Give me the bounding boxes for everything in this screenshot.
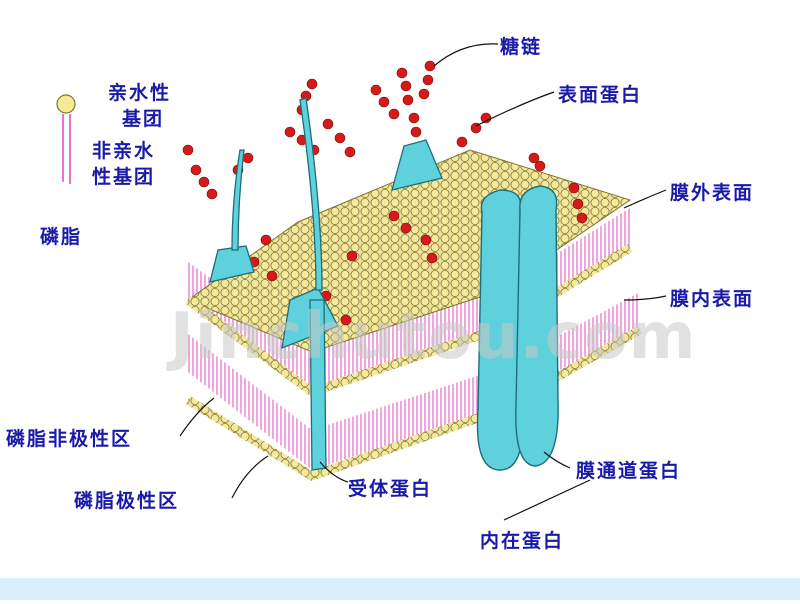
label-hydrophilic: 亲水性 — [108, 82, 172, 104]
label-hydrophilic-2: 基团 — [122, 108, 165, 130]
surface-protein-shape — [391, 139, 443, 191]
inner-leaflet-heads-top — [185, 244, 633, 398]
label-hydrophobic: 非亲水 — [92, 140, 156, 162]
label-channel-protein: 膜通道蛋白 — [576, 460, 682, 482]
leader-lines — [179, 43, 667, 521]
phospholipid-legend-molecule — [56, 94, 76, 184]
label-nonpolar-region: 磷脂非极性区 — [6, 428, 133, 450]
inner-leaflet-heads-bottom — [185, 326, 643, 481]
front-face-lower-tails — [188, 292, 640, 470]
label-receptor-protein: 受体蛋白 — [348, 478, 433, 500]
label-sugar-chain: 糖链 — [500, 36, 543, 58]
label-outer-surface: 膜外表面 — [670, 182, 755, 204]
label-inner-surface: 膜内表面 — [670, 288, 755, 310]
label-phospholipid: 磷脂 — [40, 226, 83, 248]
label-hydrophobic-2: 性基团 — [92, 166, 156, 188]
footer-band — [0, 578, 800, 600]
channel-protein-shape — [476, 185, 559, 471]
sugar-chains — [182, 60, 588, 326]
label-intrinsic-protein: 内在蛋白 — [480, 530, 565, 552]
label-surface-protein: 表面蛋白 — [558, 84, 643, 106]
label-polar-region: 磷脂极性区 — [74, 490, 180, 512]
